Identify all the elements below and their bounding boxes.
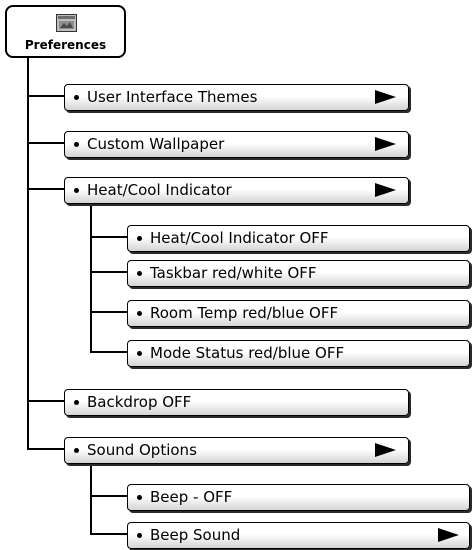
menu-item-custom-wallpaper[interactable]: Custom Wallpaper	[64, 131, 409, 158]
bullet-icon	[74, 400, 79, 405]
submenu-arrow-icon	[375, 183, 396, 197]
menu-item-backdrop-off[interactable]: Backdrop OFF	[64, 389, 409, 416]
menu-item-label: Beep - OFF	[150, 488, 233, 506]
bullet-icon	[137, 533, 142, 538]
bullet-icon	[137, 351, 142, 356]
menu-item-label: Heat/Cool Indicator	[87, 181, 232, 199]
menu-item-label: Heat/Cool Indicator OFF	[150, 229, 329, 247]
submenu-item-taskbar-red-white-off[interactable]: Taskbar red/white OFF	[127, 260, 470, 287]
bullet-icon	[74, 142, 79, 147]
preferences-root[interactable]: Preferences	[5, 5, 126, 58]
menu-item-sound-options[interactable]: Sound Options	[64, 437, 409, 464]
submenu-item-heat-cool-indicator-off[interactable]: Heat/Cool Indicator OFF	[127, 225, 470, 252]
bullet-icon	[137, 236, 142, 241]
submenu-item-beep-sound[interactable]: Beep Sound	[127, 522, 470, 549]
submenu-item-beep-off[interactable]: Beep - OFF	[127, 484, 470, 511]
menu-item-label: Room Temp red/blue OFF	[150, 304, 339, 322]
menu-item-heat-cool-indicator[interactable]: Heat/Cool Indicator	[64, 177, 409, 204]
submenu-arrow-icon	[375, 90, 396, 104]
bullet-icon	[137, 271, 142, 276]
bullet-icon	[74, 95, 79, 100]
menu-item-label: Custom Wallpaper	[87, 135, 225, 153]
submenu-item-room-temp-red-blue-off[interactable]: Room Temp red/blue OFF	[127, 300, 470, 327]
menu-item-label: Backdrop OFF	[87, 393, 192, 411]
menu-item-label: Beep Sound	[150, 526, 241, 544]
submenu-arrow-icon	[438, 528, 459, 542]
menu-item-label: Sound Options	[87, 441, 197, 459]
settings-window-icon	[56, 14, 77, 32]
submenu-arrow-icon	[375, 443, 396, 457]
menu-item-user-interface-themes[interactable]: User Interface Themes	[64, 84, 409, 111]
submenu-arrow-icon	[375, 137, 396, 151]
bullet-icon	[137, 495, 142, 500]
submenu-item-mode-status-red-blue-off[interactable]: Mode Status red/blue OFF	[127, 340, 470, 367]
bullet-icon	[137, 311, 142, 316]
menu-item-label: User Interface Themes	[87, 88, 258, 106]
preferences-label: Preferences	[24, 38, 107, 52]
menu-item-label: Mode Status red/blue OFF	[150, 344, 345, 362]
bullet-icon	[74, 188, 79, 193]
menu-item-label: Taskbar red/white OFF	[150, 264, 317, 282]
bullet-icon	[74, 448, 79, 453]
